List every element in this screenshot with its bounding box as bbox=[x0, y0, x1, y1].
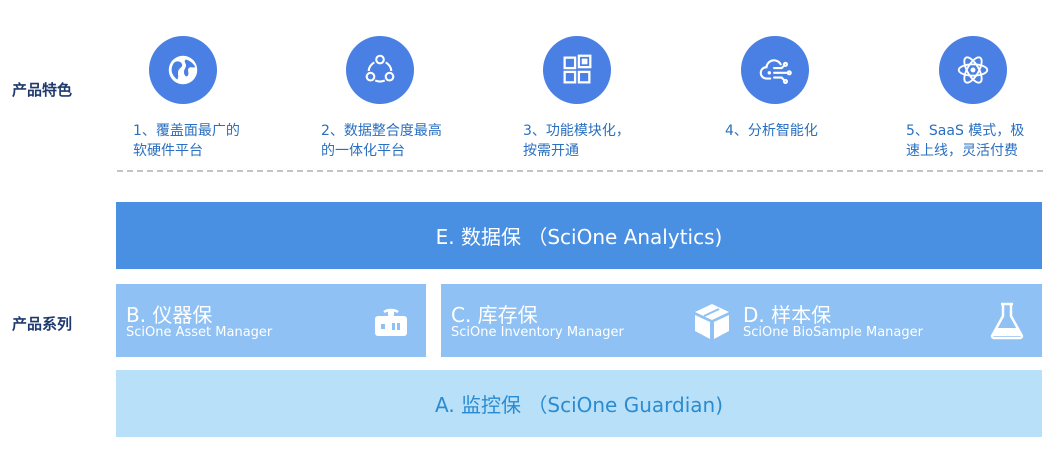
module-biosample-manager: D. 样本保 SciOne BioSample Manager bbox=[733, 284, 1042, 357]
modules-icon bbox=[543, 36, 611, 104]
feature-text-line2: 速上线，灵活付费 bbox=[906, 143, 1018, 159]
module-d-subtitle: SciOne BioSample Manager bbox=[743, 325, 923, 340]
layer-scione-guardian: A. 监控保 （SciOne Guardian) bbox=[116, 370, 1042, 437]
layer-scione-analytics: E. 数据保 （SciOne Analytics) bbox=[116, 202, 1042, 269]
box-icon bbox=[691, 300, 733, 342]
feature-text-line2: 软硬件平台 bbox=[133, 143, 203, 159]
feature-text-line2: 的一体化平台 bbox=[321, 143, 405, 159]
feature-text-line1: 4、分析智能化 bbox=[725, 123, 818, 139]
module-asset-manager: B. 仪器保 SciOne Asset Manager bbox=[116, 284, 426, 357]
feature-text-line1: 1、覆盖面最广的 bbox=[133, 123, 240, 139]
module-d-title: D. 样本保 bbox=[743, 303, 832, 327]
layer-a-label: A. 监控保 （SciOne Guardian) bbox=[434, 393, 724, 417]
feature-text-line1: 3、功能模块化， bbox=[523, 123, 630, 139]
instrument-icon bbox=[370, 300, 412, 342]
feature-text-line1: 2、数据整合度最高 bbox=[321, 123, 442, 139]
cloud-analytics-icon bbox=[741, 36, 809, 104]
integration-cycle-icon bbox=[346, 36, 414, 104]
feature-text-line2: 按需开通 bbox=[523, 143, 579, 159]
flask-icon bbox=[986, 300, 1028, 342]
module-inventory-manager: C. 库存保 SciOne Inventory Manager bbox=[441, 284, 747, 357]
module-c-title: C. 库存保 bbox=[451, 303, 538, 327]
products-row-label: 产品系列 bbox=[12, 315, 73, 333]
section-divider bbox=[117, 170, 1043, 172]
module-b-title: B. 仪器保 bbox=[126, 303, 213, 327]
atom-icon bbox=[939, 36, 1007, 104]
module-b-subtitle: SciOne Asset Manager bbox=[126, 325, 273, 340]
module-c-subtitle: SciOne Inventory Manager bbox=[451, 325, 624, 340]
feature-text-line1: 5、SaaS 模式，极 bbox=[906, 123, 1025, 139]
layer-e-label: E. 数据保 （SciOne Analytics) bbox=[435, 225, 723, 249]
features-row-label: 产品特色 bbox=[12, 81, 73, 99]
globe-icon bbox=[149, 36, 217, 104]
